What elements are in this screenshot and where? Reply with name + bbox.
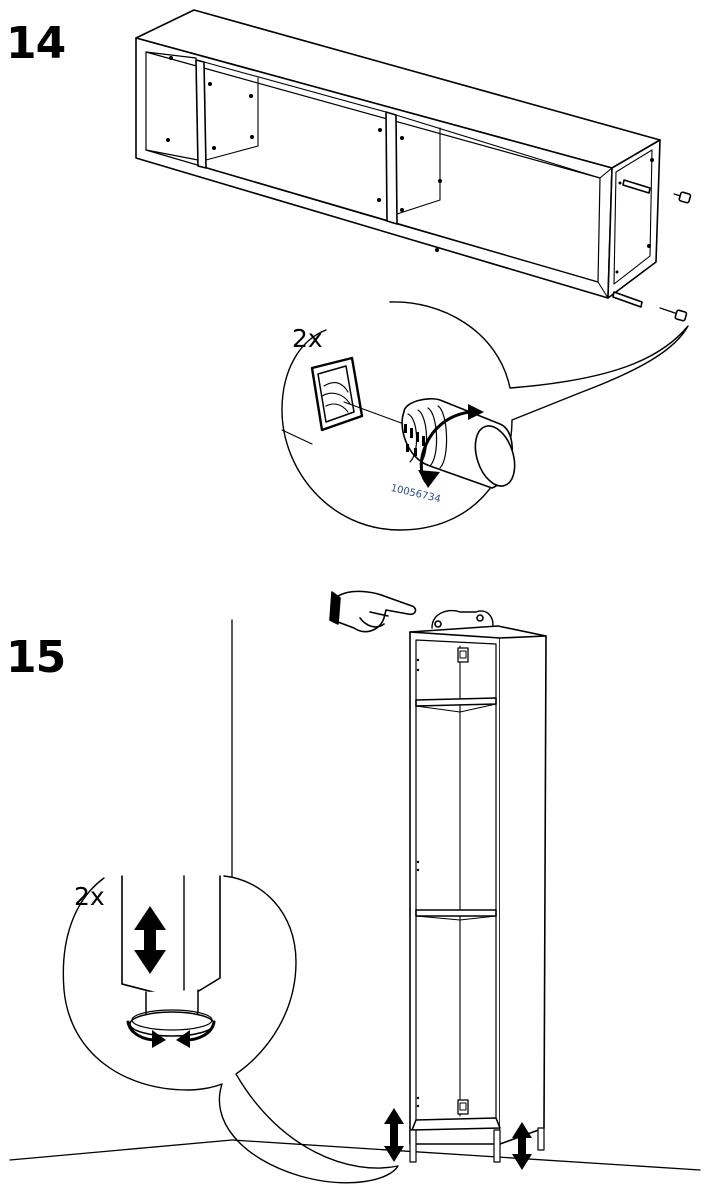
step-15-detail-callout: [62, 875, 399, 1184]
step-14-quantity: 2x: [292, 324, 323, 353]
step-14-detail-callout: [281, 301, 689, 531]
up-down-arrow-icon: [384, 1108, 532, 1170]
step-15-number: 15: [6, 632, 66, 683]
step-14-number: 14: [6, 18, 66, 69]
horizontal-cabinet: [135, 9, 692, 322]
tall-cabinet: [409, 609, 547, 1163]
pointing-hand-icon: [329, 590, 417, 633]
